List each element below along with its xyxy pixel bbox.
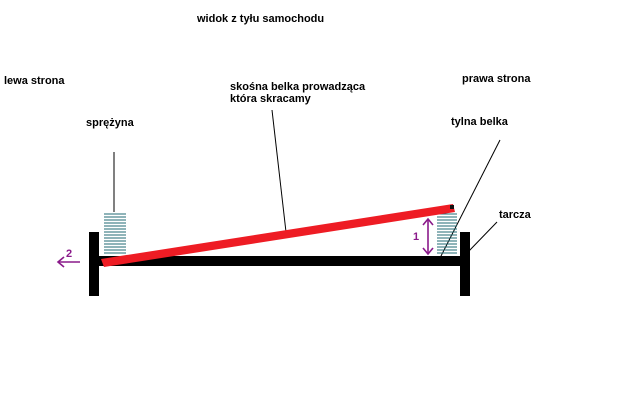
rear-beam-label: tylna belka [451,116,509,128]
spring-right [437,213,457,254]
title-label: widok z tyłu samochodu [196,13,324,25]
right-wheel-disc [460,232,470,296]
right-side-label: prawa strona [462,73,531,85]
spring-label: sprężyna [86,117,135,129]
slanted-guide-beam [101,204,455,267]
beam-leader-line [271,109,287,233]
disc-label: tarcza [499,209,532,221]
beam-end-marker [450,205,454,209]
arrow-1-label: 1 [413,231,419,243]
beam-label-line1: skośna belka prowadząca [230,81,366,93]
beam-label-line2: która skracamy [230,93,312,105]
arrow-vertical-1 [422,217,434,256]
rear-beam [96,256,468,266]
arrow-horizontal-2 [56,256,80,268]
arrow-2-label: 2 [66,248,72,260]
left-wheel-disc [89,232,99,296]
left-side-label: lewa strona [4,75,65,87]
spring-left [104,213,126,254]
disc-leader-line [467,221,498,253]
